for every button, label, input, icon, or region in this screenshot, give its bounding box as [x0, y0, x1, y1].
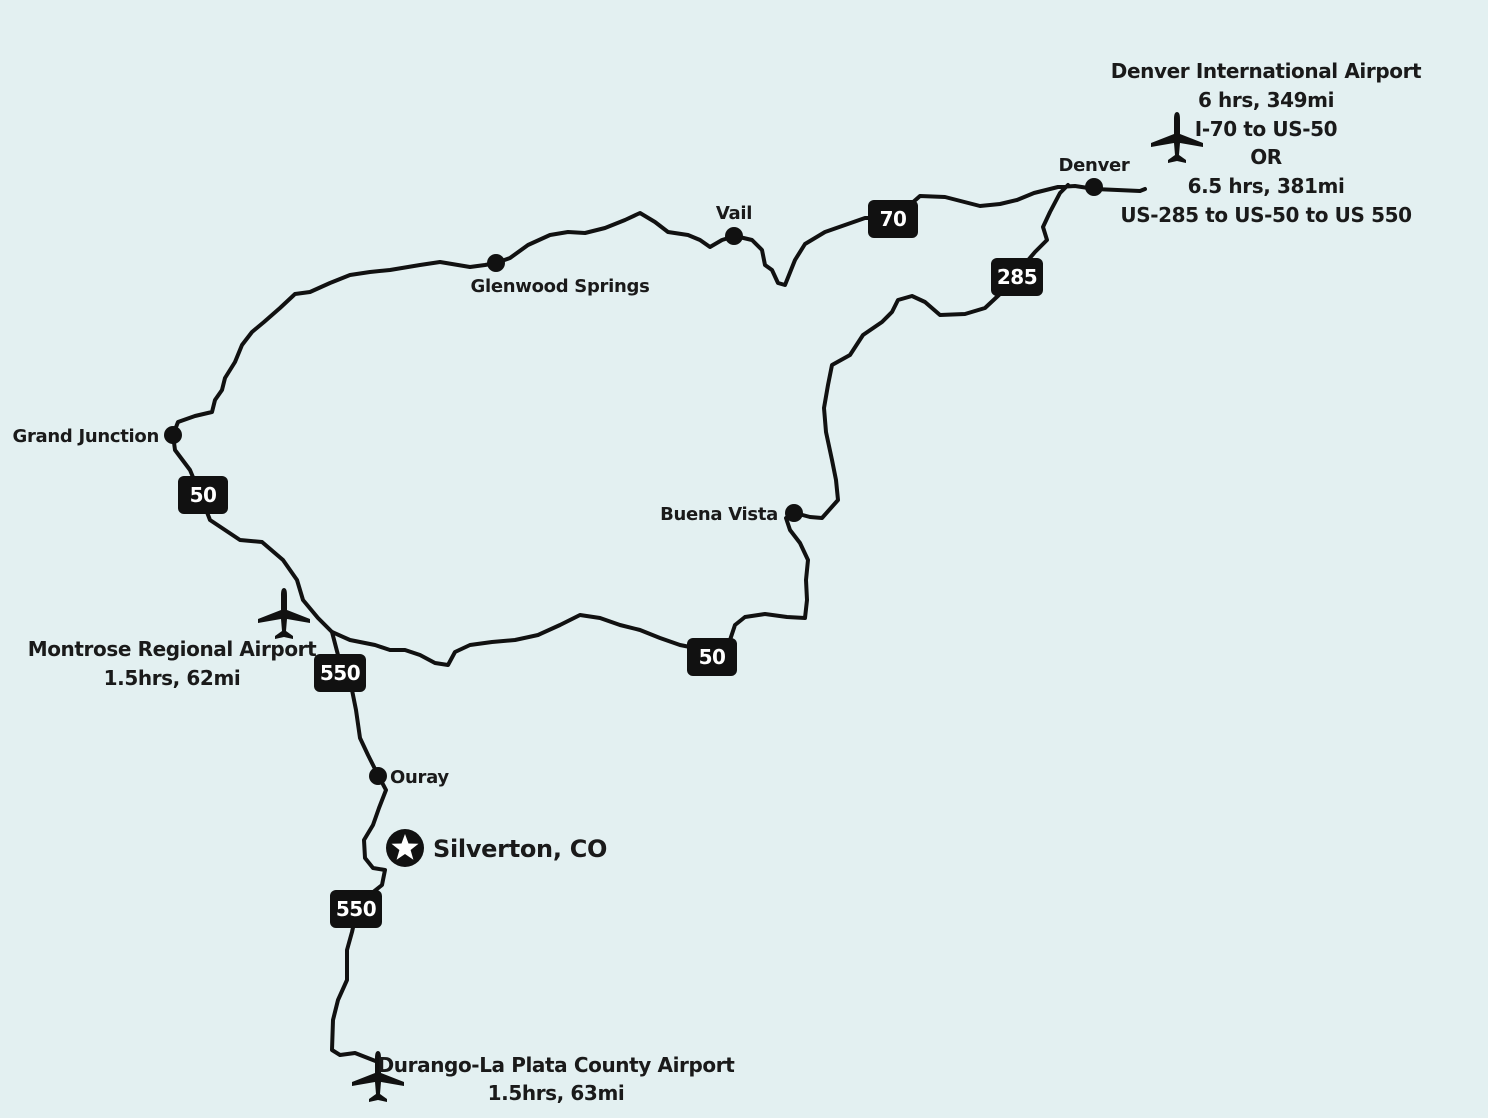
road-i70-us50-west	[171, 183, 1147, 667]
airport-denver: Denver International Airport 6 hrs, 349m…	[1111, 59, 1423, 227]
city-buena-vista: Buena Vista	[660, 504, 803, 525]
airport-detail: I-70 to US-50	[1195, 117, 1337, 141]
highway-shield-50-west: 50	[178, 476, 228, 514]
roads	[171, 183, 1147, 1064]
city-label: Vail	[716, 203, 752, 224]
highway-shield-550-south: 550	[330, 890, 382, 928]
shield-number: 550	[336, 897, 376, 921]
city-dot	[369, 767, 387, 785]
shield-number: 50	[190, 483, 217, 507]
shield-number: 50	[699, 645, 726, 669]
city-label: Grand Junction	[12, 426, 159, 447]
airport-label: Durango-La Plata County Airport 1.5hrs, …	[378, 1053, 736, 1105]
destination-silverton: Silverton, CO	[386, 829, 607, 867]
city-glenwood-springs: Glenwood Springs	[471, 254, 650, 297]
airport-name: Montrose Regional Airport	[28, 637, 317, 661]
destination-label: Silverton, CO	[433, 835, 607, 863]
airport-detail: 1.5hrs, 62mi	[104, 666, 241, 690]
city-dot	[725, 227, 743, 245]
airport-detail: US-285 to US-50 to US 550	[1120, 203, 1411, 227]
airport-detail: 6.5 hrs, 381mi	[1188, 174, 1345, 198]
city-label: Buena Vista	[660, 504, 778, 525]
road-us550	[330, 630, 388, 1064]
city-dot	[487, 254, 505, 272]
star-icon	[391, 834, 419, 860]
airport-montrose: Montrose Regional Airport 1.5hrs, 62mi	[28, 588, 318, 690]
shield-background	[868, 200, 918, 238]
city-dot	[785, 504, 803, 522]
highway-shield-70: 70	[868, 200, 918, 238]
airport-name: Denver International Airport	[1111, 59, 1422, 83]
shield-background	[330, 890, 382, 928]
airport-detail: OR	[1250, 145, 1282, 169]
city-label: Ouray	[390, 767, 449, 788]
shield-background	[991, 258, 1043, 296]
city-ouray: Ouray	[369, 767, 450, 788]
airport-label: Montrose Regional Airport 1.5hrs, 62mi	[28, 637, 318, 690]
city-label: Denver	[1059, 155, 1130, 176]
shield-number: 285	[997, 265, 1037, 289]
airport-durango: Durango-La Plata County Airport 1.5hrs, …	[352, 1051, 736, 1105]
airport-detail: 6 hrs, 349mi	[1198, 88, 1334, 112]
shield-number: 70	[880, 207, 907, 231]
shield-background	[687, 638, 737, 676]
highway-shield-50-south: 50	[687, 638, 737, 676]
shield-number: 550	[320, 661, 360, 685]
highway-shield-550-north: 550	[314, 654, 366, 692]
airport-detail: 1.5hrs, 63mi	[488, 1081, 625, 1105]
city-denver: Denver	[1059, 155, 1130, 196]
highway-shield-285: 285	[991, 258, 1043, 296]
city-grand-junction: Grand Junction	[12, 426, 182, 447]
city-dot	[1085, 178, 1103, 196]
city-label: Glenwood Springs	[471, 276, 650, 297]
airport-name: Durango-La Plata County Airport	[378, 1053, 736, 1077]
shield-background	[178, 476, 228, 514]
city-vail: Vail	[716, 203, 752, 245]
city-dot	[164, 426, 182, 444]
airport-label: Denver International Airport 6 hrs, 349m…	[1111, 59, 1423, 227]
shield-background	[314, 654, 366, 692]
